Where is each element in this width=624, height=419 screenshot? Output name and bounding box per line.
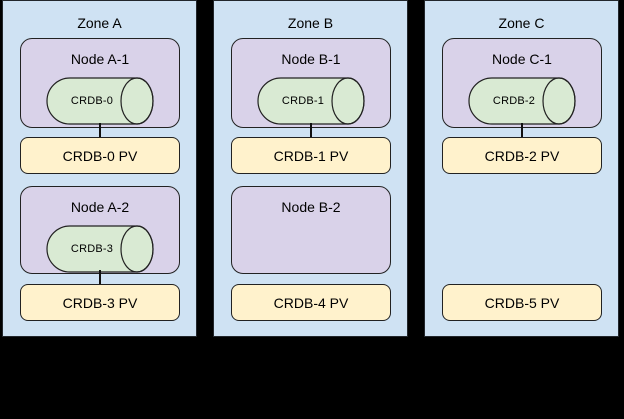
node-label: Node B-1 <box>281 51 341 67</box>
cylinder-label: CRDB-3 <box>70 243 114 255</box>
pv-box: CRDB-3 PV <box>20 284 180 321</box>
zone-label: Zone A <box>77 15 122 31</box>
connector-line <box>310 123 312 138</box>
pv-label: CRDB-3 PV <box>62 294 138 311</box>
crdb-cylinder-icon: CRDB-0 <box>46 77 154 125</box>
connector-line <box>99 270 101 285</box>
pv-box: CRDB-5 PV <box>442 284 602 321</box>
pv-label: CRDB-5 PV <box>484 294 560 311</box>
node-label: Node A-1 <box>70 51 130 67</box>
node-label: Node C-1 <box>492 51 552 67</box>
node-box-a2: Node A-2 CRDB-3 <box>20 186 180 274</box>
node-label: Node B-2 <box>281 199 341 215</box>
node-box-b2-empty: Node B-2 <box>231 186 391 274</box>
pv-label: CRDB-2 PV <box>484 147 560 164</box>
cylinder-label: CRDB-2 <box>492 95 536 107</box>
connector-line <box>521 123 523 138</box>
crdb-cylinder-icon: CRDB-2 <box>468 77 576 125</box>
connector-line <box>99 123 101 138</box>
pv-label: CRDB-0 PV <box>62 147 138 164</box>
node-box-c1: Node C-1 CRDB-2 <box>442 38 602 128</box>
crdb-cylinder-icon: CRDB-1 <box>257 77 365 125</box>
cylinder-label: CRDB-1 <box>281 95 325 107</box>
node-label: Node A-2 <box>70 199 130 215</box>
node-box-b1: Node B-1 CRDB-1 <box>231 38 391 128</box>
cylinder-label: CRDB-0 <box>70 95 114 107</box>
zone-label: Zone B <box>287 15 334 31</box>
node-box-a1: Node A-1 CRDB-0 <box>20 38 180 128</box>
pv-box: CRDB-2 PV <box>442 137 602 174</box>
zone-b: Zone B Node B-1 CRDB-1 CRDB-1 PV Node B-… <box>213 0 408 337</box>
crdb-cylinder-icon: CRDB-3 <box>46 225 154 273</box>
zone-label: Zone C <box>498 15 545 31</box>
zone-a: Zone A Node A-1 CRDB-0 CRDB-0 PV Node A-… <box>2 0 197 337</box>
pv-box: CRDB-1 PV <box>231 137 391 174</box>
pv-box: CRDB-0 PV <box>20 137 180 174</box>
pv-label: CRDB-4 PV <box>273 294 349 311</box>
zone-c: Zone C Node C-1 CRDB-2 CRDB-2 PV CRDB-5 … <box>424 0 619 337</box>
pv-label: CRDB-1 PV <box>273 147 349 164</box>
pv-box: CRDB-4 PV <box>231 284 391 321</box>
